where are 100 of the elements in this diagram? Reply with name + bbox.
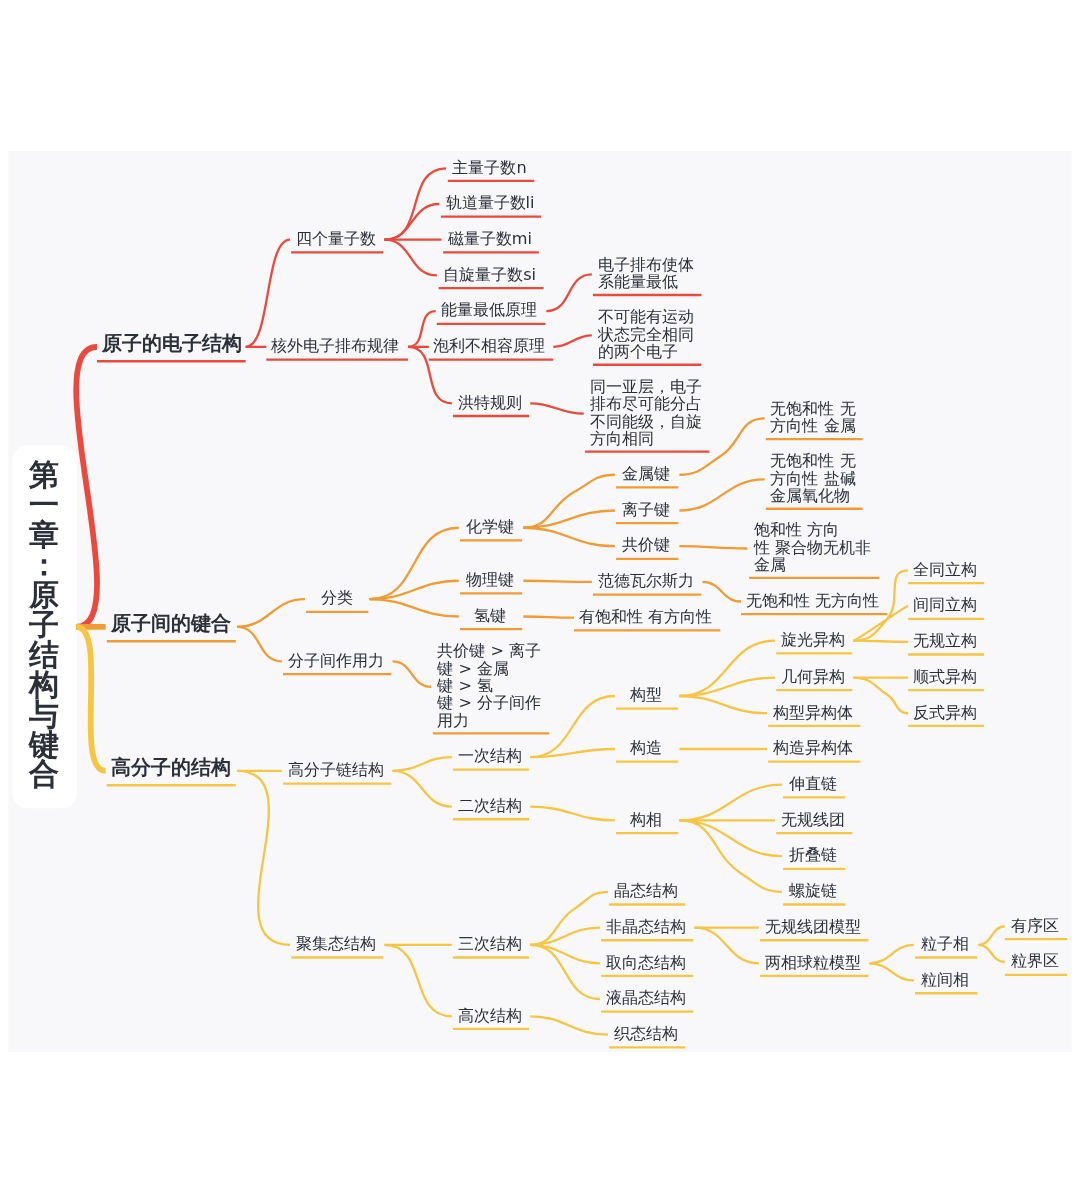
node-text: 高分子的结构 xyxy=(111,756,232,780)
node-text: 主量子数n xyxy=(452,157,527,177)
node-text: 电子排布使体系能量最低 xyxy=(597,254,694,292)
connector xyxy=(853,676,909,679)
node-text: 构造异构体 xyxy=(772,738,853,758)
node-text: 范德瓦尔斯力 xyxy=(597,571,694,591)
node-text: 有饱和性 有方向性 xyxy=(578,606,712,626)
node-text: 粒子相 xyxy=(921,934,970,954)
node-text: 分子间作用力 xyxy=(287,650,384,670)
connector xyxy=(679,819,782,893)
connector xyxy=(694,926,759,929)
node-text: 高分子链结构 xyxy=(287,760,384,780)
connector xyxy=(546,273,592,313)
node-text: 洪特规则 xyxy=(457,392,522,412)
node-text: 旋光异构 xyxy=(780,629,845,649)
node-text: 螺旋链 xyxy=(789,881,838,901)
node-text: 核外电子排布规律 xyxy=(270,336,399,356)
node-text: 物理键 xyxy=(466,570,515,590)
connector xyxy=(530,1015,609,1036)
node-text: 金属键 xyxy=(622,464,671,484)
connector xyxy=(407,310,436,348)
node-text: 织态结构 xyxy=(613,1023,678,1043)
node-text: 泡利不相容原理 xyxy=(433,336,546,356)
node-text: 氢键 xyxy=(474,605,507,625)
node-text: 无饱和性 无方向性 盐碱金属氧化物 xyxy=(770,451,856,505)
connector xyxy=(523,615,574,619)
node-text: 两相球粒模型 xyxy=(764,952,861,972)
node-text: 构型 xyxy=(630,685,663,705)
node-text: 无规线团模型 xyxy=(764,916,861,936)
node-text: 粒间相 xyxy=(921,969,970,989)
connector xyxy=(369,598,459,618)
node-text: 磁量子数mi xyxy=(447,228,533,248)
node-text: 伸直链 xyxy=(789,773,838,793)
connector xyxy=(679,417,765,476)
node-text: 顺式异构 xyxy=(912,666,977,686)
node-text: 构相 xyxy=(630,809,663,829)
node-text: 几何异构 xyxy=(780,666,845,686)
node-text: 有序区 xyxy=(1011,915,1060,935)
connector xyxy=(384,238,437,277)
connector xyxy=(384,202,440,241)
node-text: 高次结构 xyxy=(457,1005,522,1025)
node-text: 粒界区 xyxy=(1011,951,1060,971)
node-text: 共价键 xyxy=(622,535,671,555)
node-text: 无饱和性 无方向性 金属 xyxy=(770,398,856,436)
node-text: 自旋量子数si xyxy=(443,264,537,284)
connector xyxy=(392,660,432,688)
node-text: 原子的电子结构 xyxy=(101,332,242,356)
connector xyxy=(384,943,453,1018)
connector xyxy=(523,473,615,529)
connector xyxy=(523,526,615,548)
node-text: 能量最低原理 xyxy=(441,300,538,320)
node-text: 离子键 xyxy=(622,499,671,519)
node-text: 三次结构 xyxy=(457,934,522,954)
connector xyxy=(679,694,768,715)
connector xyxy=(679,747,767,751)
node-text: 取向态结构 xyxy=(605,952,686,972)
connector xyxy=(523,509,615,529)
connector xyxy=(392,769,452,808)
connector xyxy=(530,402,584,415)
connector xyxy=(694,926,759,965)
connector xyxy=(236,625,283,663)
connector xyxy=(530,926,600,946)
connector xyxy=(530,805,615,822)
connector xyxy=(702,580,742,603)
connector xyxy=(236,769,291,946)
node-text: 化学键 xyxy=(466,517,515,537)
node-text: 无饱和性 无方向性 xyxy=(745,590,879,610)
connector xyxy=(853,676,909,715)
node-text: 原子间的键合 xyxy=(111,612,232,636)
connector xyxy=(530,890,609,946)
node-text: 四个量子数 xyxy=(295,228,376,248)
connector xyxy=(523,579,592,584)
node-text: 全同立构 xyxy=(912,559,977,579)
node-text: 饱和性 方向性 聚合物无机非金属 xyxy=(753,520,871,575)
connector xyxy=(679,545,748,550)
node-text: 反式异构 xyxy=(912,702,977,722)
node-text: 轨道量子数li xyxy=(445,193,535,213)
connector xyxy=(978,943,1006,964)
connector xyxy=(978,925,1006,946)
node-text: 晶态结构 xyxy=(613,881,678,901)
node-text: 二次结构 xyxy=(457,795,522,815)
node-text: 聚集态结构 xyxy=(295,934,376,954)
connector xyxy=(530,694,616,759)
node-text: 无规立构 xyxy=(912,631,977,651)
node-text: 无规线团 xyxy=(780,809,845,829)
connector xyxy=(530,747,615,759)
node-text: 分类 xyxy=(320,588,353,608)
connector xyxy=(407,345,453,405)
node-box: 第一章：原子结构与键合 xyxy=(12,445,77,809)
node-text: 一次结构 xyxy=(457,746,522,766)
node-text: 同一亚层，电子排布尽可能分占不同能级，自旋方向相同 xyxy=(589,377,702,448)
connector xyxy=(384,167,447,241)
connector xyxy=(530,943,601,1001)
node-text: 构型异构体 xyxy=(772,702,853,722)
connector xyxy=(245,345,267,348)
connector xyxy=(853,639,909,643)
node-text: 液晶态结构 xyxy=(605,988,686,1008)
connector xyxy=(852,605,909,642)
node-text: 折叠链 xyxy=(789,845,838,865)
node-text: 共价键 > 离子键 > 金属键 > 氢键 > 分子间作用力 xyxy=(437,641,542,730)
